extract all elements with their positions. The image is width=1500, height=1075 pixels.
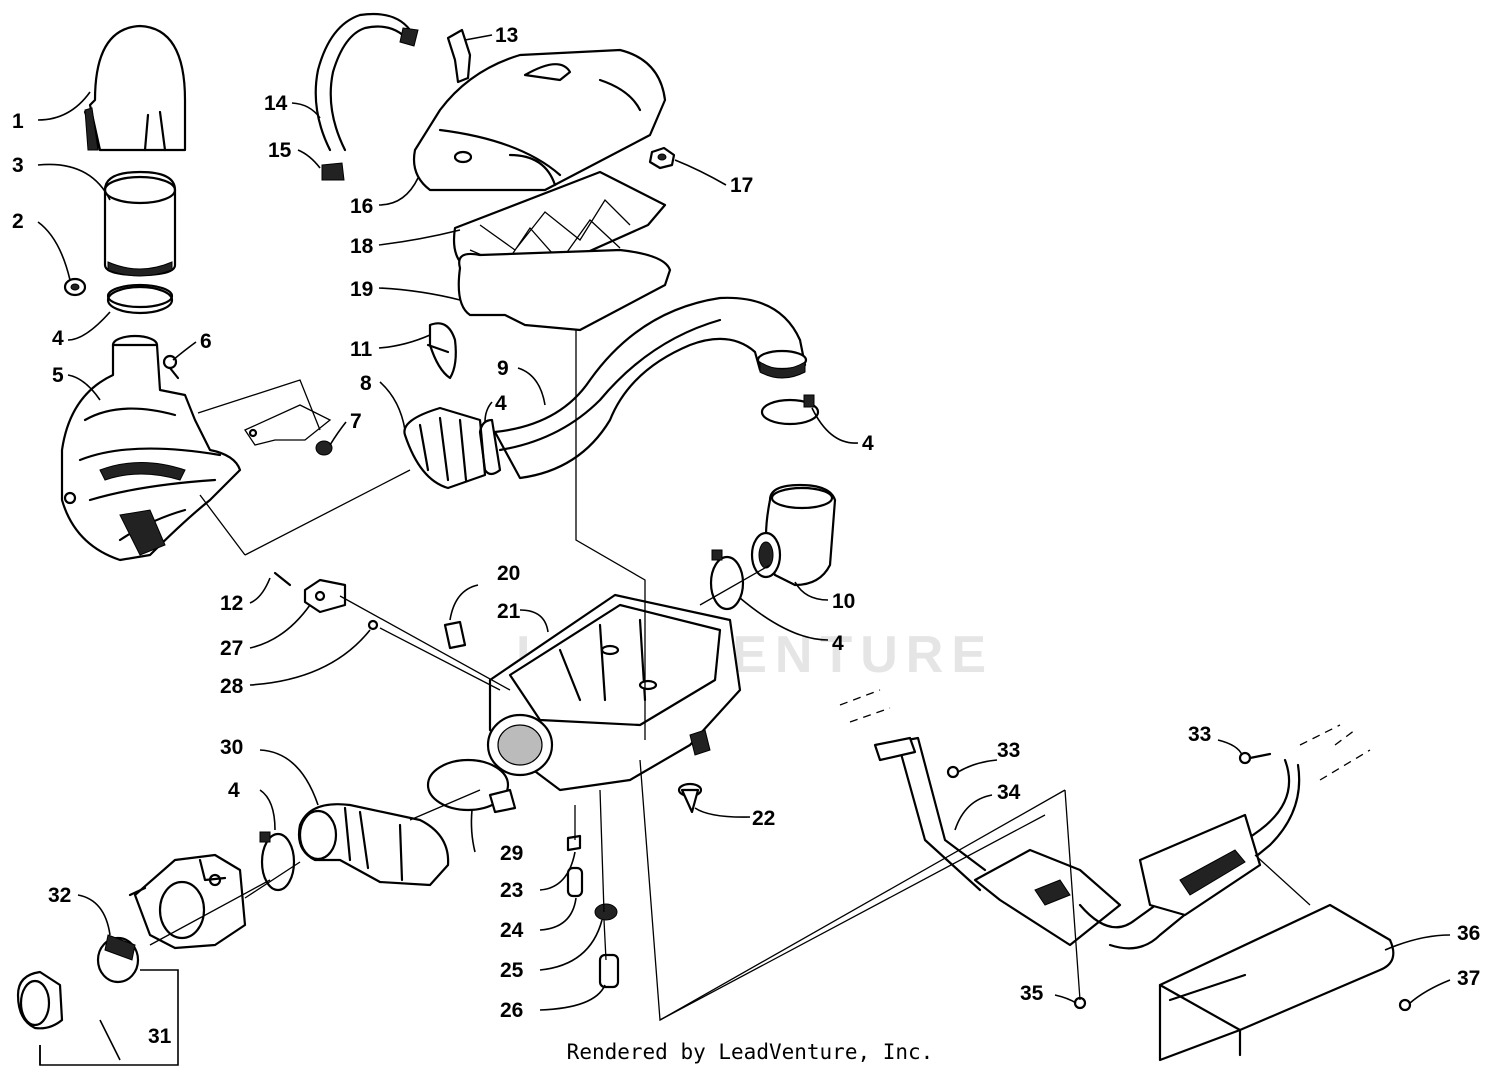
- part-sensor-27[interactable]: [273, 571, 379, 631]
- callout-22: 22: [752, 807, 775, 830]
- callout-3: 3: [12, 154, 24, 177]
- callout-4: 4: [52, 327, 64, 350]
- frame-dashed-left: [839, 689, 891, 723]
- callout-1: 1: [12, 110, 24, 133]
- part-intake-housing[interactable]: [60, 334, 242, 562]
- part-clip-11[interactable]: [426, 322, 457, 380]
- callout-35: 35: [1020, 982, 1044, 1005]
- callout-11: 11: [350, 338, 373, 361]
- part-nut-17[interactable]: [648, 146, 676, 170]
- callout-37: 37: [1457, 967, 1480, 990]
- part-clamp-near-8[interactable]: [478, 418, 502, 476]
- callout-25: 25: [500, 959, 524, 982]
- part-mount-bracket[interactable]: [873, 736, 1301, 950]
- callout-18: 18: [350, 235, 374, 258]
- footer-credit: Rendered by LeadVenture, Inc.: [566, 1040, 934, 1064]
- part-bellows-8[interactable]: [403, 406, 487, 490]
- callout-4-upper-right: 4: [862, 432, 874, 455]
- part-screw-33-left[interactable]: [946, 765, 960, 779]
- callout-6: 6: [200, 330, 212, 353]
- part-filter-element[interactable]: [103, 170, 177, 277]
- part-screw-6[interactable]: [162, 354, 180, 380]
- part-bracket-7[interactable]: [244, 404, 333, 456]
- part-clamp-right-upper[interactable]: [760, 394, 820, 426]
- callout-34: 34: [997, 781, 1021, 804]
- callout-7: 7: [350, 410, 362, 433]
- part-clamp-32[interactable]: [96, 934, 140, 984]
- frame-dashed-right: [1299, 724, 1371, 781]
- part-fitting-22[interactable]: [677, 782, 703, 814]
- callout-21: 21: [497, 600, 521, 623]
- part-vent-hose[interactable]: [314, 12, 472, 181]
- callout-23: 23: [500, 879, 523, 902]
- callout-8: 8: [360, 372, 372, 395]
- part-clamp-29[interactable]: [426, 758, 517, 814]
- part-skid-plate[interactable]: [1158, 903, 1395, 1062]
- part-throttle-body[interactable]: [128, 853, 247, 950]
- leader-lines: [37, 34, 1451, 1066]
- part-clamp-upper-left[interactable]: [106, 283, 174, 315]
- callout-31: 31: [148, 1025, 172, 1048]
- part-cover-cap[interactable]: [83, 24, 187, 152]
- callout-2: 2: [12, 210, 24, 233]
- callout-36: 36: [1457, 922, 1480, 945]
- part-airbox-lid[interactable]: [412, 48, 667, 192]
- callout-33-left: 33: [997, 739, 1020, 762]
- callout-13: 13: [495, 24, 518, 47]
- callout-33-right: 33: [1188, 723, 1211, 746]
- callout-32: 32: [48, 884, 71, 907]
- part-screw-33-right[interactable]: [1238, 751, 1272, 765]
- part-clamp-near-throttle[interactable]: [259, 831, 296, 892]
- callout-15: 15: [268, 139, 292, 162]
- part-elbow-10[interactable]: [750, 483, 837, 587]
- part-boot-30[interactable]: [297, 803, 450, 887]
- part-clip-20[interactable]: [443, 620, 467, 650]
- callout-5: 5: [52, 364, 64, 387]
- callout-10: 10: [832, 590, 855, 613]
- callout-16: 16: [350, 195, 373, 218]
- callout-14: 14: [264, 92, 288, 115]
- callout-20: 20: [497, 562, 520, 585]
- part-clamp-near-10[interactable]: [709, 549, 745, 611]
- callout-24: 24: [500, 919, 524, 942]
- callout-29: 29: [500, 842, 523, 865]
- callout-28: 28: [220, 675, 244, 698]
- part-coupler-31[interactable]: [16, 970, 64, 1030]
- part-screw-37[interactable]: [1398, 998, 1412, 1012]
- callout-30: 30: [220, 736, 243, 759]
- callout-26: 26: [500, 999, 523, 1022]
- part-drain-set[interactable]: [566, 834, 620, 989]
- part-grommet[interactable]: [63, 277, 87, 297]
- callout-27: 27: [220, 637, 243, 660]
- callout-19: 19: [350, 278, 373, 301]
- callout-4-duct: 4: [495, 392, 507, 415]
- callout-4-throttle: 4: [228, 779, 240, 802]
- part-duct-9[interactable]: [493, 296, 808, 480]
- part-airbox-base[interactable]: [486, 593, 742, 792]
- callout-17: 17: [730, 174, 753, 197]
- callout-9: 9: [497, 357, 509, 380]
- callout-4-lower-right: 4: [832, 632, 844, 655]
- callouts: 1 3 2 4 5 6 7 13 14 15 16 17 18 19 11 8 …: [12, 24, 1480, 1048]
- part-filter-pad[interactable]: [457, 248, 672, 332]
- callout-12: 12: [220, 592, 243, 615]
